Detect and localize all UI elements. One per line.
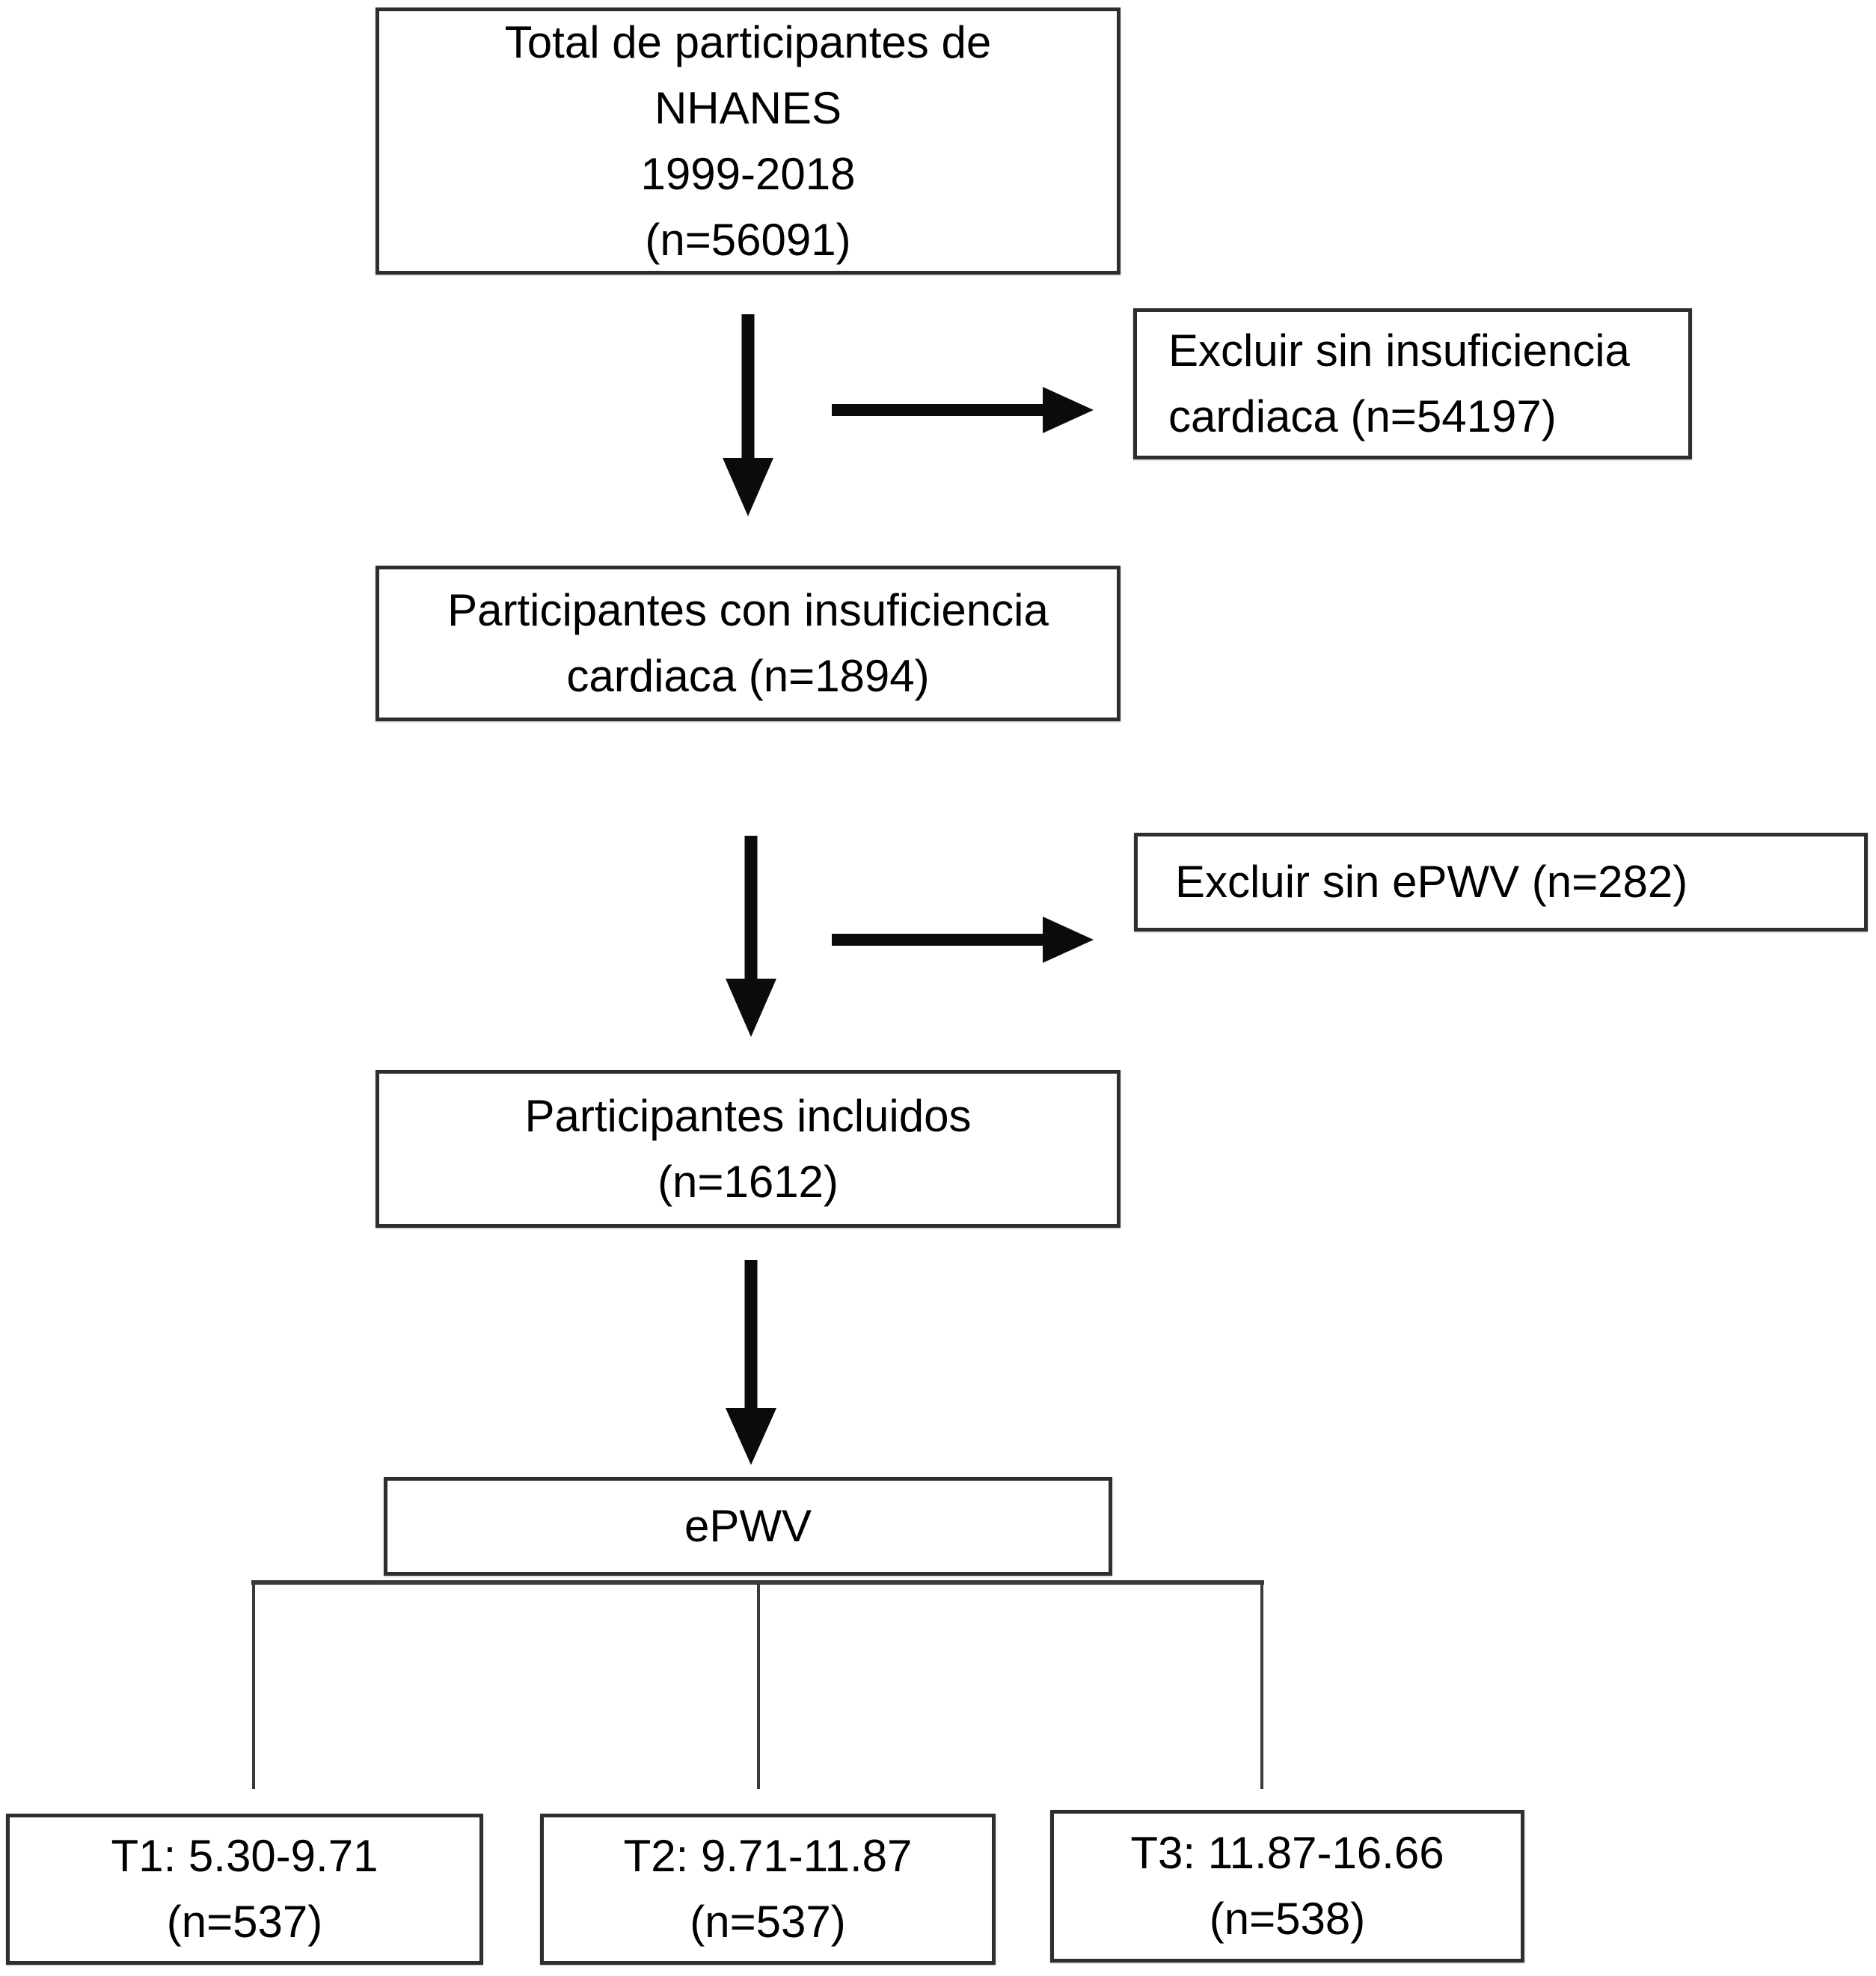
node-text-line: NHANES bbox=[654, 82, 842, 133]
node-text-line: Total de participantes de bbox=[504, 16, 992, 67]
node-epwv: ePWV bbox=[384, 1477, 1112, 1576]
flow-arrow-right-exclude-1 bbox=[832, 387, 1094, 433]
node-text-line: cardiaca (n=1894) bbox=[566, 651, 930, 701]
node-text-line: cardiaca (n=54197) bbox=[1168, 391, 1557, 441]
node-included-participants: Participantes incluidos (n=1612) bbox=[375, 1070, 1121, 1228]
node-text-line: T2: 9.71-11.87 bbox=[623, 1831, 913, 1881]
node-text-line: Participantes incluidos bbox=[524, 1090, 972, 1141]
flow-arrow-down-3 bbox=[726, 1260, 776, 1465]
node-exclude-no-heart-failure: Excluir sin insuficiencia cardiaca (n=54… bbox=[1133, 308, 1692, 459]
node-text-line: Participantes con insuficiencia bbox=[447, 585, 1049, 635]
node-tertile-2: T2: 9.71-11.87 (n=537) bbox=[540, 1814, 996, 1965]
flow-arrow-down-1 bbox=[723, 314, 773, 516]
flow-arrow-right-exclude-2 bbox=[832, 917, 1094, 963]
node-text-line: (n=56091) bbox=[645, 214, 851, 265]
node-text-line: (n=537) bbox=[690, 1897, 846, 1947]
node-tertile-3: T3: 11.87-16.66 (n=538) bbox=[1050, 1810, 1524, 1963]
node-text-line: (n=537) bbox=[166, 1897, 323, 1947]
node-text-line: ePWV bbox=[684, 1501, 812, 1551]
node-exclude-no-epwv: Excluir sin ePWV (n=282) bbox=[1134, 833, 1868, 932]
flow-arrow-down-2 bbox=[726, 836, 776, 1037]
node-text-line: (n=538) bbox=[1209, 1894, 1366, 1944]
node-text-line: (n=1612) bbox=[657, 1156, 839, 1207]
node-text-line: Excluir sin insuficiencia bbox=[1168, 325, 1630, 376]
node-text-line: Excluir sin ePWV (n=282) bbox=[1175, 857, 1688, 907]
node-text-line: 1999-2018 bbox=[640, 148, 856, 199]
node-tertile-1: T1: 5.30-9.71 (n=537) bbox=[6, 1814, 483, 1965]
node-heart-failure-participants: Participantes con insuficiencia cardiaca… bbox=[375, 566, 1121, 721]
node-total-participants: Total de participantes de NHANES 1999-20… bbox=[375, 7, 1121, 275]
branch-connector bbox=[251, 1580, 1264, 1789]
node-text-line: T3: 11.87-16.66 bbox=[1130, 1828, 1444, 1878]
node-text-line: T1: 5.30-9.71 bbox=[111, 1831, 378, 1881]
